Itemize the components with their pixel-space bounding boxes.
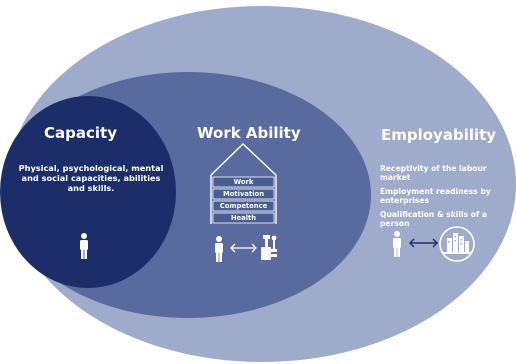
employability-factor: Qualification & skills of a person — [380, 209, 488, 229]
work-ability-double-arrow-icon — [230, 243, 257, 253]
employability-title: Employability — [381, 126, 497, 144]
capacity-circle — [0, 96, 176, 288]
city-globe-icon — [439, 226, 475, 262]
house-roof-icon — [210, 143, 277, 176]
employability-factor: Employment readiness by enterprises — [380, 186, 491, 206]
house-floor-box — [212, 200, 275, 212]
work-ability-person-icon — [215, 236, 223, 262]
capacity-description: Physical, psychological, mental and soci… — [18, 163, 164, 193]
work-ability-title: Work Ability — [197, 124, 301, 142]
employability-factor: Receptivity of the labour market — [380, 164, 487, 183]
work-tools-icon — [261, 235, 277, 260]
house-floor-competence: Competence — [219, 202, 268, 210]
employability-double-arrow-icon — [409, 238, 438, 248]
employability-person-icon — [393, 231, 401, 257]
employability-factors-list: Receptivity of the labour market Employm… — [380, 164, 516, 228]
house-floor-box — [212, 212, 275, 224]
house-floor-box — [212, 176, 275, 188]
house-floor-health: Health — [230, 214, 257, 222]
capacity-title: Capacity — [44, 124, 117, 142]
house-floors: Work Motivation Competence Health — [212, 177, 275, 225]
house-floor-motivation: Motivation — [222, 190, 265, 198]
house-floor-box — [212, 188, 275, 200]
capacity-person-icon — [80, 233, 88, 259]
house-floor-work: Work — [233, 178, 254, 186]
